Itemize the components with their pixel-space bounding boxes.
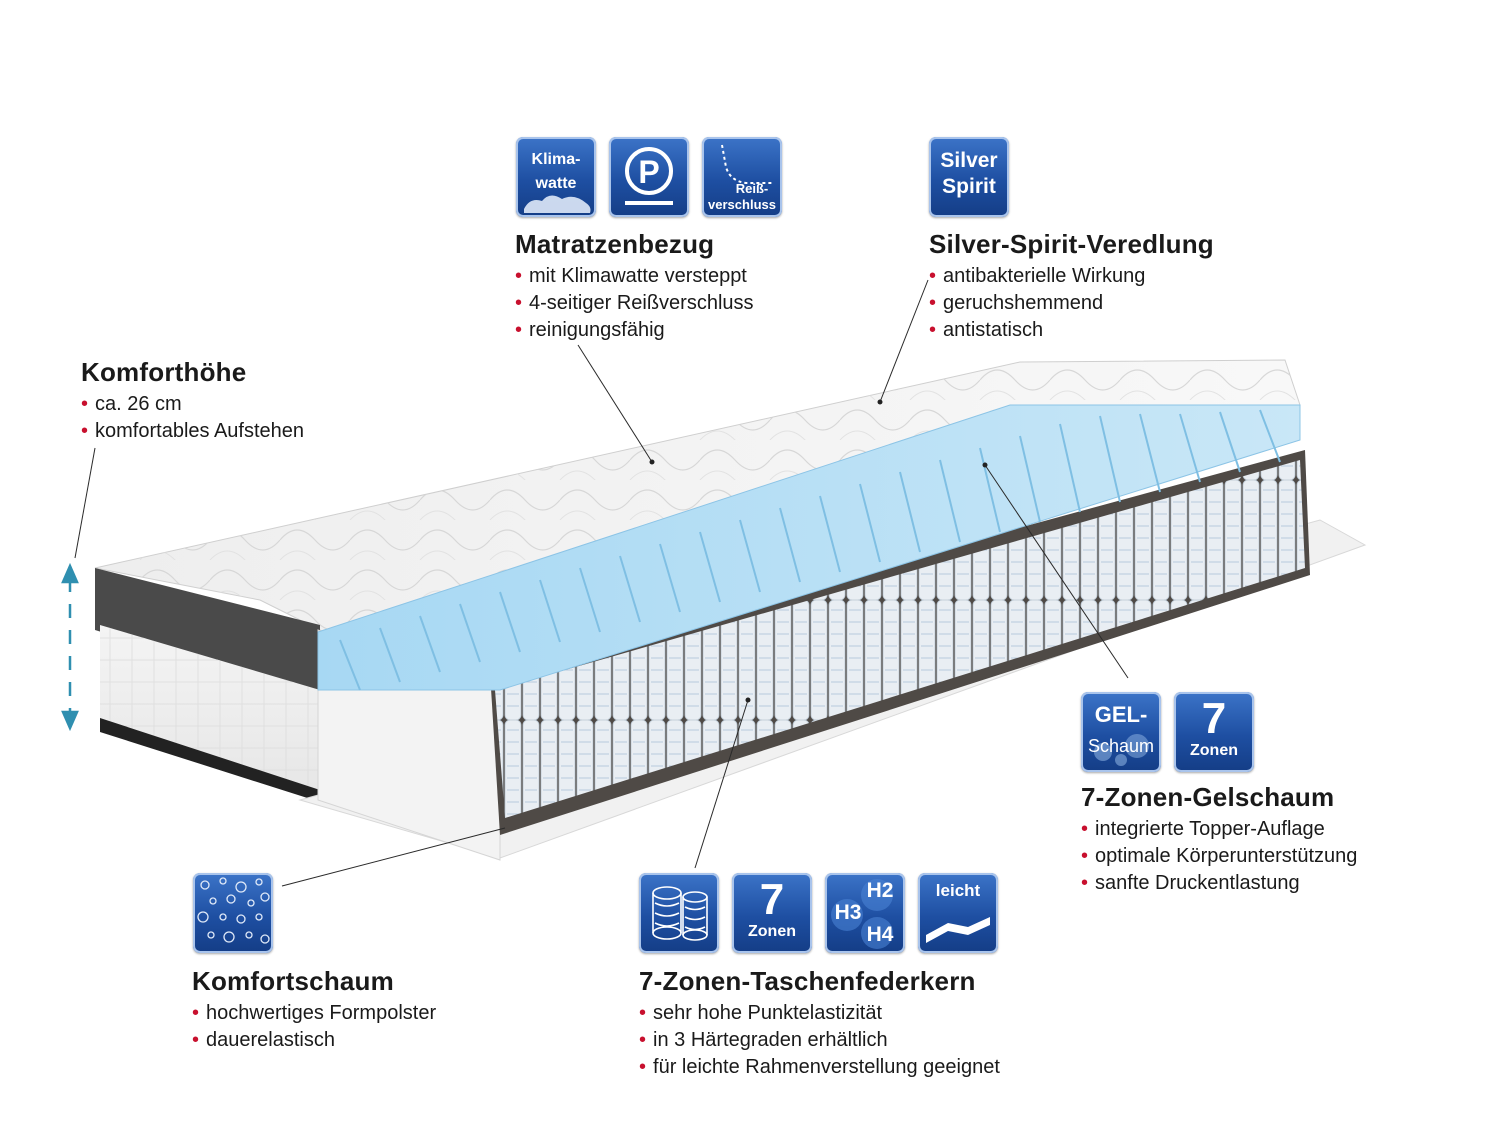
leader-dot-cover xyxy=(649,459,655,465)
silver-block: Silver-Spirit-Veredlung antibakterielle … xyxy=(929,229,1214,344)
silver-badges: Silver Spirit xyxy=(929,137,1009,217)
seven-zones-icon: 7 Zonen xyxy=(732,873,812,953)
seven-zones-icon: 7 Zonen xyxy=(1174,692,1254,772)
cloud-shape xyxy=(524,195,591,213)
gel-schaum-icon: GEL- Schaum xyxy=(1081,692,1161,772)
zipper-line1: Reiß- xyxy=(735,181,769,196)
cover-bullet: 4-seitiger Reißverschluss xyxy=(515,290,754,317)
silver-bullet: antistatisch xyxy=(929,317,1214,344)
foam-title: Komfortschaum xyxy=(192,966,394,996)
foam-bullet: hochwertiges Formpolster xyxy=(192,1000,436,1027)
height-bullet: ca. 26 cm xyxy=(81,391,304,418)
leader-foam xyxy=(281,827,506,887)
parking-circle xyxy=(625,147,673,205)
cover-bottom-piping xyxy=(100,718,320,802)
springs-bullet: in 3 Härtegraden erhältlich xyxy=(639,1027,1000,1054)
cover-title: Matratzenbezug xyxy=(515,229,715,259)
klimawatte-line2: watte xyxy=(535,175,577,192)
leader-cover xyxy=(577,344,653,463)
zipper-icon: Reiß- verschluss xyxy=(702,137,782,217)
springs-bullet: sehr hohe Punktelastizität xyxy=(639,1000,1000,1027)
silver-title: Silver-Spirit-Veredlung xyxy=(929,229,1214,259)
cover-bullets: mit Klimawatte versteppt 4-seitiger Reiß… xyxy=(515,263,754,344)
parking-letter: P xyxy=(638,154,660,190)
gel-line1: GEL- xyxy=(1094,702,1148,727)
springs-title: 7-Zonen-Taschenfederkern xyxy=(639,966,976,996)
foam-bullets: hochwertiges Formpolster dauerelastisch xyxy=(192,1000,436,1054)
springs-zones-label: Zonen xyxy=(748,923,796,940)
height-arrow xyxy=(61,562,79,732)
height-title: Komforthöhe xyxy=(81,357,247,387)
leader-springs xyxy=(694,699,749,869)
leader-silver xyxy=(879,279,929,403)
foam-badges xyxy=(193,873,273,953)
gel-foam-ribs xyxy=(339,409,1281,691)
pocket-spring-icon xyxy=(639,873,719,953)
cover-side-dark-band xyxy=(95,568,320,700)
springs-bullets: sehr hohe Punktelastizität in 3 Härtegra… xyxy=(639,1000,1000,1081)
gel-block: 7-Zonen-Gelschaum integrierte Topper-Auf… xyxy=(1081,782,1357,897)
gel-foam-topper xyxy=(317,404,1301,691)
gel-bubbles xyxy=(1094,734,1149,766)
klimawatte-line1: Klima- xyxy=(531,151,581,168)
springs-block: 7-Zonen-Taschenfederkern sehr hohe Punkt… xyxy=(639,966,1000,1081)
gel-bullets: integrierte Topper-Auflage optimale Körp… xyxy=(1081,816,1357,897)
zipper-line2: verschluss xyxy=(708,197,776,212)
cover-badges: Klima- watte P Reiß- verschluss xyxy=(516,137,782,217)
silver-bullets: antibakterielle Wirkung geruchshemmend a… xyxy=(929,263,1214,344)
foam-block: Komfortschaum hochwertiges Formpolster d… xyxy=(192,966,436,1054)
silver-line2: Spirit xyxy=(942,175,996,198)
leader-height xyxy=(74,447,96,559)
gel-line2: Schaum xyxy=(1087,736,1155,756)
klimawatte-icon: Klima- watte xyxy=(516,137,596,217)
cover-bullet: mit Klimawatte versteppt xyxy=(515,263,754,290)
springs-zones-number: 7 xyxy=(759,875,785,924)
height-bullet: komfortables Aufstehen xyxy=(81,418,304,445)
gel-bullet: optimale Körperunterstützung xyxy=(1081,843,1357,870)
gel-bullet: integrierte Topper-Auflage xyxy=(1081,816,1357,843)
slatted-frame-label: leicht xyxy=(935,881,981,900)
gel-zones-number: 7 xyxy=(1201,694,1227,743)
firmness-h4: H4 xyxy=(866,923,894,946)
frame-shape xyxy=(926,917,990,943)
gel-bullet: sanfte Druckentlastung xyxy=(1081,870,1357,897)
silver-bullet: geruchshemmend xyxy=(929,290,1214,317)
silver-spirit-icon: Silver Spirit xyxy=(929,137,1009,217)
gel-title: 7-Zonen-Gelschaum xyxy=(1081,782,1335,812)
pocket-springs xyxy=(495,460,1305,818)
firmness-h2: H2 xyxy=(866,879,894,902)
slatted-frame-icon: leicht xyxy=(918,873,998,953)
foam-texture-icon xyxy=(193,873,273,953)
cover-block: Matratzenbezug mit Klimawatte versteppt … xyxy=(515,229,754,344)
firmness-levels-icon: H2 H3 H4 xyxy=(825,873,905,953)
firmness-h3: H3 xyxy=(834,901,862,924)
parking-symbol-icon: P xyxy=(609,137,689,217)
leader-dot-silver xyxy=(877,399,883,405)
leader-gel xyxy=(984,464,1129,679)
gel-zones-label: Zonen xyxy=(1190,742,1238,759)
foam-dots xyxy=(197,877,270,944)
cover-side-squares xyxy=(100,625,320,800)
foam-bullet: dauerelastisch xyxy=(192,1027,436,1054)
silver-line1: Silver xyxy=(940,149,998,172)
silver-bullet: antibakterielle Wirkung xyxy=(929,263,1214,290)
zipper-track xyxy=(721,144,772,184)
height-bullets: ca. 26 cm komfortables Aufstehen xyxy=(81,391,304,445)
springs-badges: 7 Zonen H2 H3 H4 leicht xyxy=(639,873,998,953)
firmness-bubbles xyxy=(831,879,893,949)
leader-dot-gel xyxy=(982,462,988,468)
leader-dot-springs xyxy=(745,697,751,703)
gel-badges: GEL- Schaum 7 Zonen xyxy=(1081,692,1254,772)
spring-coils xyxy=(652,886,708,941)
cover-bullet: reinigungsfähig xyxy=(515,317,754,344)
springs-bullet: für leichte Rahmenverstellung geeignet xyxy=(639,1054,1000,1081)
height-block: Komforthöhe ca. 26 cm komfortables Aufst… xyxy=(81,357,304,445)
